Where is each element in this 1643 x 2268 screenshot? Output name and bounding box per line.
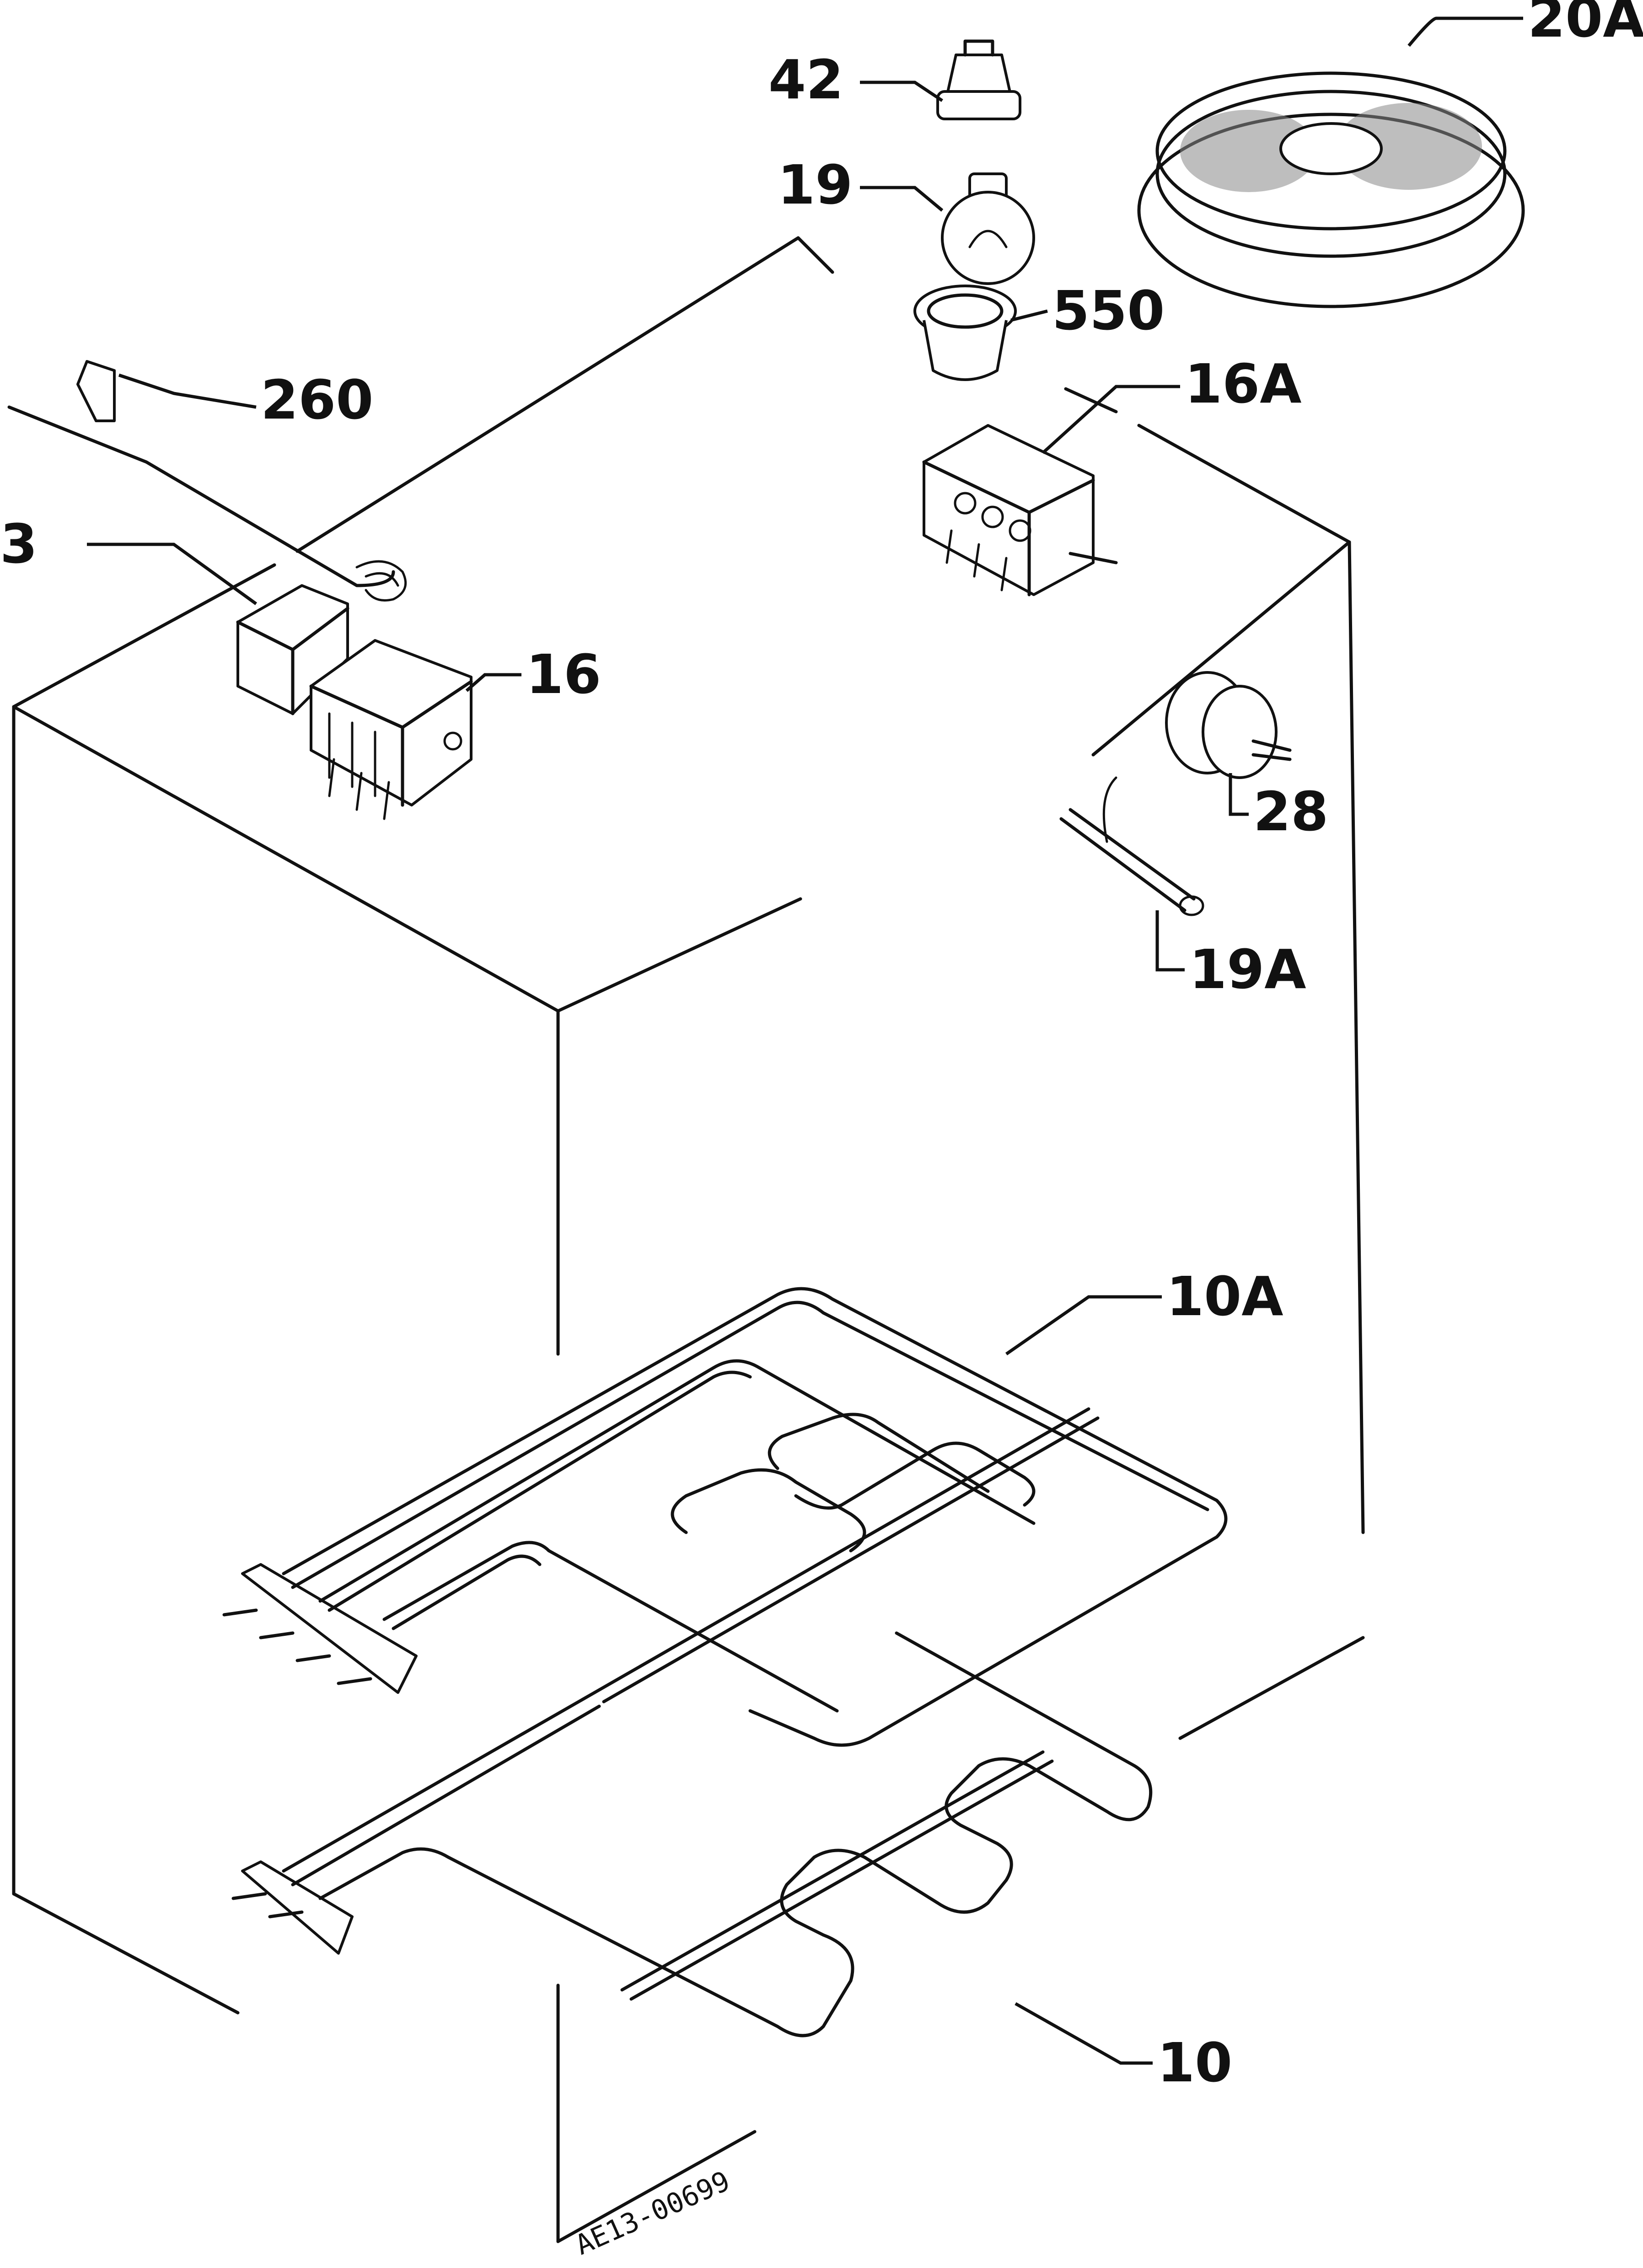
lower-element-part-10 xyxy=(231,1631,1153,2037)
callout-19a: 19A xyxy=(1189,938,1306,1001)
sensor-probe-part-19a xyxy=(1059,776,1204,916)
hotplate-part-20a xyxy=(1137,71,1525,308)
callout-3: 3 xyxy=(0,512,38,575)
drawing-number: AE13-00699 xyxy=(571,2165,735,2262)
selector-switch-part-16 xyxy=(309,639,473,820)
callout-16: 16 xyxy=(526,643,601,706)
selector-switch-part-16a xyxy=(922,424,1118,597)
oven-cabinet-outline xyxy=(12,236,1365,2243)
callout-28: 28 xyxy=(1253,780,1328,843)
lamp-glass-part-550 xyxy=(913,285,1017,381)
callout-16a: 16A xyxy=(1185,352,1302,415)
grill-element-part-10a xyxy=(222,1287,1228,1747)
callout-550: 550 xyxy=(1052,279,1165,342)
callout-19: 19 xyxy=(778,153,853,216)
callout-20a: 20A xyxy=(1528,0,1643,49)
callout-42: 42 xyxy=(768,48,843,111)
callout-10a: 10A xyxy=(1166,1265,1283,1328)
callout-260: 260 xyxy=(261,368,373,431)
lamp-holder-part-42 xyxy=(936,39,1021,120)
lamp-bulb-part-19 xyxy=(941,172,1035,285)
leader-lines xyxy=(87,16,1523,2065)
callout-10: 10 xyxy=(1157,2031,1232,2094)
callout-labels: 20A 42 19 550 260 16A 3 16 28 19A 10A 10 xyxy=(0,0,1643,2094)
motor-part-28 xyxy=(1165,671,1292,779)
capillary-clip-part-260 xyxy=(7,360,407,602)
